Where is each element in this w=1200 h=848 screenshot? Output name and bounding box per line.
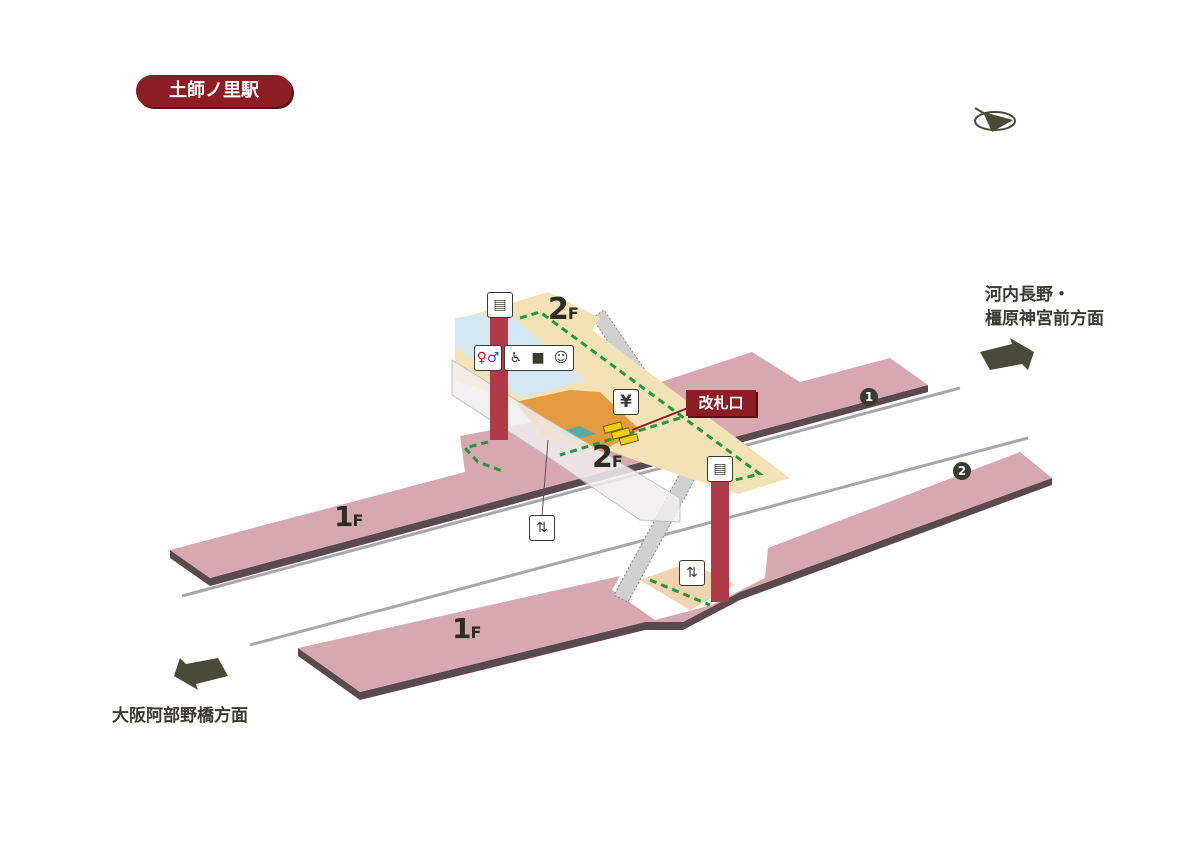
track-1 [181,386,961,598]
column-right [711,478,729,602]
floor-label-1f-a: 1F [334,500,363,533]
column-left [490,318,508,440]
accessible-icon: ♿ [509,350,523,366]
wheelchair-stairlift-icon: ⇅ [529,515,555,541]
compass-icon [974,107,1016,132]
gate-pointer [631,407,689,431]
floor-label-2f-lower: 2F [592,440,623,475]
direction-east: 河内長野・ 橿原神宮前方面 [985,283,1104,331]
escalator-lower [613,454,705,603]
floor-suffix: F [567,304,579,323]
elevator-icon: ▤ [707,456,733,482]
ticket-gate-label: 改札口 [686,390,756,416]
platform-2-number: 2 [953,462,971,480]
station-name-badge: 土師ノ里駅 [136,75,292,107]
elevator-icon: ▤ [487,292,513,318]
floor-number: 1 [452,612,472,645]
arrow-west-icon [174,658,228,690]
lift-pointer [541,439,549,517]
ostomate-icon: ■ [531,350,545,366]
floor-label-2f-upper: 2F [548,292,579,327]
floor-number: 2 [592,440,613,475]
arrow-east-icon [980,338,1034,370]
floor-suffix: F [611,452,623,471]
track-2 [249,436,1029,647]
floor-suffix: F [470,623,481,642]
floor-number: 1 [334,500,354,533]
wheelchair-stairlift-icon: ⇅ [679,560,705,586]
floor-suffix: F [352,511,363,530]
platform-1-number: 1 [860,388,878,406]
restroom-icon: ♀♂ [474,345,502,371]
platform-2 [298,452,1052,692]
facilities-icon-group: ♿ ■ ☺ [504,345,574,371]
baby-care-icon: ☺ [553,350,569,366]
ticket-gates [602,421,640,446]
direction-west: 大阪阿部野橋方面 [112,706,248,726]
floor-number: 2 [548,292,569,327]
direction-east-line2: 橿原神宮前方面 [985,309,1104,329]
ticket-yen-icon: ¥ [613,389,639,415]
direction-east-line1: 河内長野・ [985,285,1070,305]
floor-label-1f-b: 1F [452,612,481,645]
glass-corridor [451,359,681,523]
